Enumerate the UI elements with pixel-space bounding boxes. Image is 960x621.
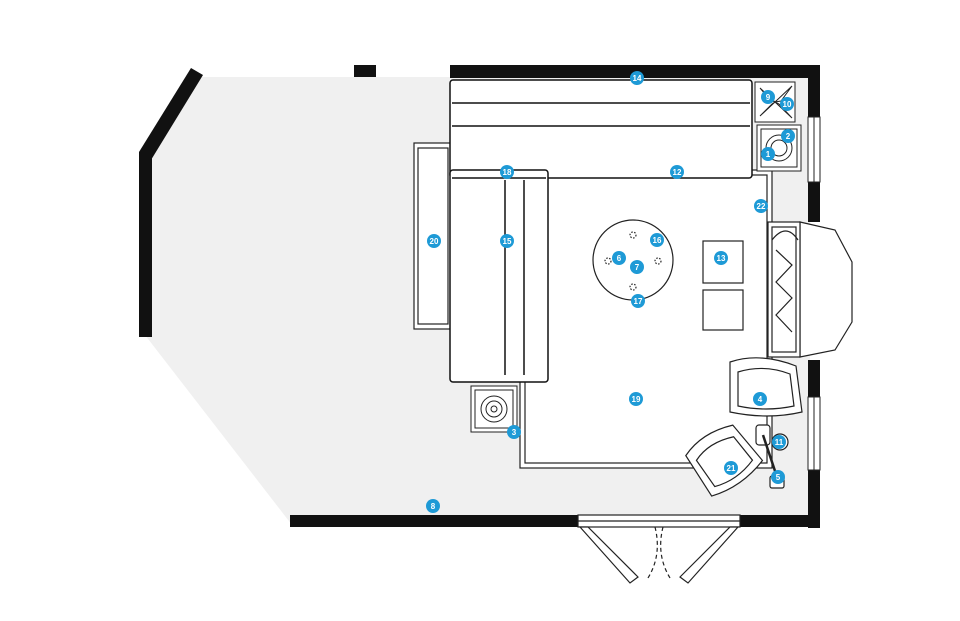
fireplace xyxy=(767,221,853,358)
marker-label: 7 xyxy=(635,263,640,272)
marker-dot xyxy=(427,234,441,248)
side-table-lamp xyxy=(470,385,518,433)
marker-12: 12 xyxy=(670,165,684,179)
marker-label: 1 xyxy=(766,150,771,159)
marker-dot xyxy=(781,129,795,143)
marker-dot xyxy=(629,392,643,406)
marker-label: 8 xyxy=(431,502,436,511)
marker-dot xyxy=(631,294,645,308)
marker-11: 11 xyxy=(772,435,786,449)
marker-label: 2 xyxy=(786,132,791,141)
marker-16: 16 xyxy=(650,233,664,247)
marker-4: 4 xyxy=(753,392,767,406)
double-door xyxy=(577,514,741,584)
marker-label: 20 xyxy=(430,237,439,246)
marker-dot xyxy=(500,165,514,179)
wall-right-mid xyxy=(808,182,820,222)
sofa-chaise xyxy=(449,169,549,383)
marker-dot xyxy=(724,461,738,475)
marker-22: 22 xyxy=(754,199,768,213)
marker-dot xyxy=(426,499,440,513)
marker-13: 13 xyxy=(714,251,728,265)
marker-10: 10 xyxy=(780,97,794,111)
marker-dot xyxy=(670,165,684,179)
marker-label: 16 xyxy=(653,236,662,245)
marker-dot xyxy=(771,470,785,484)
marker-label: 14 xyxy=(633,74,642,83)
marker-label: 18 xyxy=(503,168,512,177)
marker-18: 18 xyxy=(500,165,514,179)
marker-label: 12 xyxy=(673,168,682,177)
marker-label: 21 xyxy=(727,464,736,473)
windows xyxy=(807,116,821,471)
marker-dot xyxy=(630,71,644,85)
marker-label: 6 xyxy=(617,254,622,263)
wall-right-upper xyxy=(808,65,820,117)
marker-label: 9 xyxy=(766,93,771,102)
marker-dot xyxy=(500,234,514,248)
marker-label: 4 xyxy=(758,395,763,404)
marker-dot xyxy=(761,90,775,104)
marker-14: 14 xyxy=(630,71,644,85)
side-table-corner xyxy=(756,124,802,172)
marker-8: 8 xyxy=(426,499,440,513)
door-leaf-left xyxy=(578,526,639,584)
marker-dot xyxy=(754,199,768,213)
marker-20: 20 xyxy=(427,234,441,248)
wall-right-lower xyxy=(808,470,820,528)
door-leaf-right xyxy=(679,526,740,584)
door-swing-left xyxy=(647,526,658,579)
door-swing-right xyxy=(660,526,671,579)
marker-dot xyxy=(630,260,644,274)
marker-19: 19 xyxy=(629,392,643,406)
sofa-back-top xyxy=(449,79,753,179)
marker-dot xyxy=(761,147,775,161)
marker-1: 1 xyxy=(761,147,775,161)
marker-5: 5 xyxy=(771,470,785,484)
marker-label: 15 xyxy=(503,237,512,246)
marker-label: 5 xyxy=(776,473,781,482)
marker-label: 10 xyxy=(783,100,792,109)
wall-left-diagonal xyxy=(139,68,203,160)
marker-label: 17 xyxy=(634,297,643,306)
marker-label: 13 xyxy=(717,254,726,263)
marker-17: 17 xyxy=(631,294,645,308)
marker-dot xyxy=(650,233,664,247)
wall-top-stub xyxy=(354,65,376,77)
wall-bottom-right xyxy=(740,515,820,527)
marker-label: 19 xyxy=(632,395,641,404)
marker-label: 22 xyxy=(757,202,766,211)
marker-9: 9 xyxy=(761,90,775,104)
sectional-sofa xyxy=(449,79,753,383)
marker-dot xyxy=(780,97,794,111)
marker-6: 6 xyxy=(612,251,626,265)
wall-left xyxy=(139,152,152,337)
marker-dot xyxy=(714,251,728,265)
marker-2: 2 xyxy=(781,129,795,143)
marker-dot xyxy=(612,251,626,265)
marker-3: 3 xyxy=(507,425,521,439)
wall-right-mid2 xyxy=(808,360,820,397)
marker-21: 21 xyxy=(724,461,738,475)
marker-dot xyxy=(753,392,767,406)
marker-dot xyxy=(507,425,521,439)
armchair-right xyxy=(729,357,803,417)
round-coffee-table xyxy=(592,219,674,301)
armchair-angled xyxy=(685,424,764,497)
marker-label: 11 xyxy=(775,438,784,447)
marker-7: 7 xyxy=(630,260,644,274)
marker-label: 3 xyxy=(512,428,517,437)
marker-15: 15 xyxy=(500,234,514,248)
wall-bottom-left xyxy=(290,515,578,527)
marker-dot xyxy=(772,435,786,449)
